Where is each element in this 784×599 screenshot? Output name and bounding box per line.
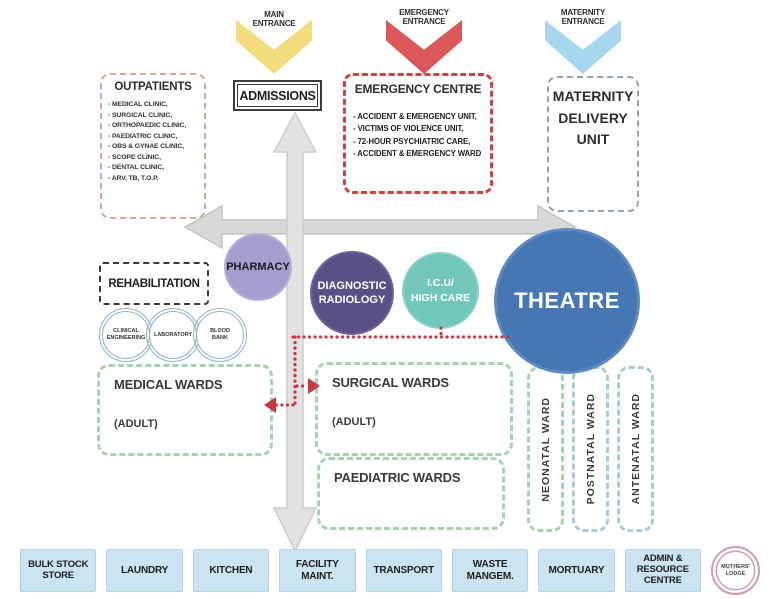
pharmacy-circle: PHARMACY [224,233,292,301]
emergency-centre-item: - VICTIMS OF VIOLENCE UNIT, [353,124,464,134]
laboratory-circle: LABORATORY [146,308,200,362]
medical-wards-title: MEDICAL WARDS [114,377,223,392]
medical-wards-box: MEDICAL WARDS (ADULT) [97,364,273,456]
medical-wards-subtitle: (ADULT) [114,418,158,430]
outpatients-item: - OBS & GYNAE CLINIC, [108,143,185,151]
emergency-centre-box: EMERGENCY CENTRE - ACCIDENT & EMERGENCY … [343,73,493,194]
emergency-entrance-label: EMERGENCY ENTRANCE [399,8,449,27]
theatre-circle: THEATRE [494,228,640,374]
main-entrance-label: MAIN ENTRANCE [252,10,296,29]
surgical-wards-title: SURGICAL WARDS [332,375,449,390]
outpatients-title: OUTPATIENTS [114,81,192,93]
outpatients-item: - ORTHOPAEDIC CLINIC, [108,122,187,130]
outpatients-item: - ARV, TB, T.O.P. [108,174,159,182]
antenatal-ward-label: ANTENATAL WARD [629,393,642,505]
paediatric-wards-box: PAEDIATRIC WARDS [317,457,505,530]
neonatal-ward-label: NEONATAL WARD [539,396,552,502]
service-laundry: LAUNDRY [106,549,183,592]
vertical-flow-arrow [272,111,318,553]
outpatients-item: - SURGICAL CLINIC, [108,111,173,119]
clinical-engineering-circle: CLINICAL ENGINEERING [99,308,153,362]
emergency-centre-item: - 72-HOUR PSYCHIATRIC CARE, [353,136,471,146]
maternity-delivery-unit-box: MATERNITY DELIVERY UNIT [547,76,639,212]
outpatients-item: - MEDICAL CLINIC, [108,101,168,108]
surgical-wards-subtitle: (ADULT) [332,416,376,428]
service-facility-maint: FACILITY MAINT. [279,549,356,592]
paediatric-wards-title: PAEDIATRIC WARDS [334,470,461,485]
postnatal-ward-box: POSTNATAL WARD [572,366,609,532]
admissions-label: ADMISSIONS [237,84,318,107]
maternity-entrance-chevron-icon [545,20,621,74]
emergency-entrance-chevron-icon [386,20,462,74]
maternity-delivery-unit-title: MATERNITY DELIVERY UNIT [552,88,634,148]
outpatients-item: - SCOPE CLINIC, [108,153,161,161]
outpatients-item: - PAEDIATRIC CLINIC, [108,132,178,140]
rehabilitation-box: REHABILITATION [99,262,209,305]
admissions-box: ADMISSIONS [233,80,322,111]
icu-high-care-circle: I.C.U/ HIGH CARE [402,252,479,329]
emergency-centre-item: - ACCIDENT & EMERGENCY UNIT, [353,112,477,121]
neonatal-ward-box: NEONATAL WARD [527,366,564,532]
outpatients-list: - MEDICAL CLINIC, - SURGICAL CLINIC, - O… [108,100,198,184]
mothers-lodge-circle: MOTHERS' LODGE [711,546,760,595]
emergency-centre-list: - ACCIDENT & EMERGENCY UNIT, - VICTIMS O… [353,111,483,161]
maternity-entrance-label: MATERNITY ENTRANCE [560,8,606,27]
services-row: BULK STOCK STORE LAUNDRY KITCHEN FACILIT… [20,546,760,595]
emergency-centre-item: - ACCIDENT & EMERGENCY WARD [353,149,482,159]
service-mortuary: MORTUARY [538,549,615,592]
emergency-centre-title: EMERGENCY CENTRE [354,82,482,96]
service-admin-resource-centre: ADMIN & RESOURCE CENTRE [624,549,701,592]
blood-bank-circle: BLOOD BANK [193,308,247,362]
outpatients-box: OUTPATIENTS - MEDICAL CLINIC, - SURGICAL… [100,73,206,219]
antenatal-ward-box: ANTENATAL WARD [617,366,654,532]
surgical-wards-box: SURGICAL WARDS (ADULT) [315,362,513,456]
service-transport: TRANSPORT [365,549,442,592]
postnatal-ward-label: POSTNATAL WARD [584,393,597,505]
service-kitchen: KITCHEN [192,549,270,592]
service-waste-mangem: WASTE MANGEM. [451,549,529,592]
outpatients-item: - DENTAL CLINIC, [108,164,164,172]
diagnostic-radiology-circle: DIAGNOSTIC RADIOLOGY [310,251,394,335]
service-bulk-stock-store: BULK STOCK STORE [20,549,97,592]
